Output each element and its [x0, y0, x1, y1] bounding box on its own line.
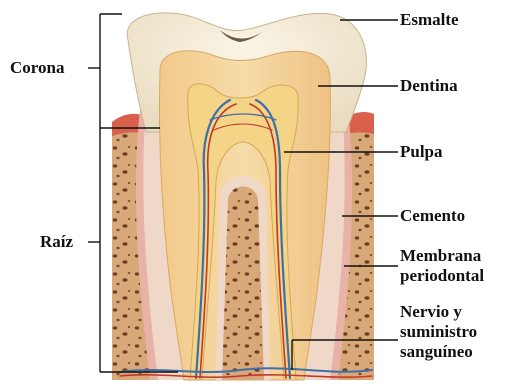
label-pulpa: Pulpa — [400, 142, 443, 161]
label-membrana-line1: Membrana — [400, 246, 481, 265]
label-nervio-line3: sanguíneo — [400, 342, 473, 361]
label-esmalte: Esmalte — [400, 10, 459, 29]
label-cemento: Cemento — [400, 206, 465, 225]
label-nervio-line2: suministro — [400, 322, 477, 341]
label-nervio-line1: Nervio y — [400, 302, 462, 321]
label-membrana-line2: periodontal — [400, 266, 484, 285]
label-raiz: Raíz — [40, 232, 73, 251]
label-dentina: Dentina — [400, 76, 458, 95]
label-corona: Corona — [10, 58, 64, 77]
